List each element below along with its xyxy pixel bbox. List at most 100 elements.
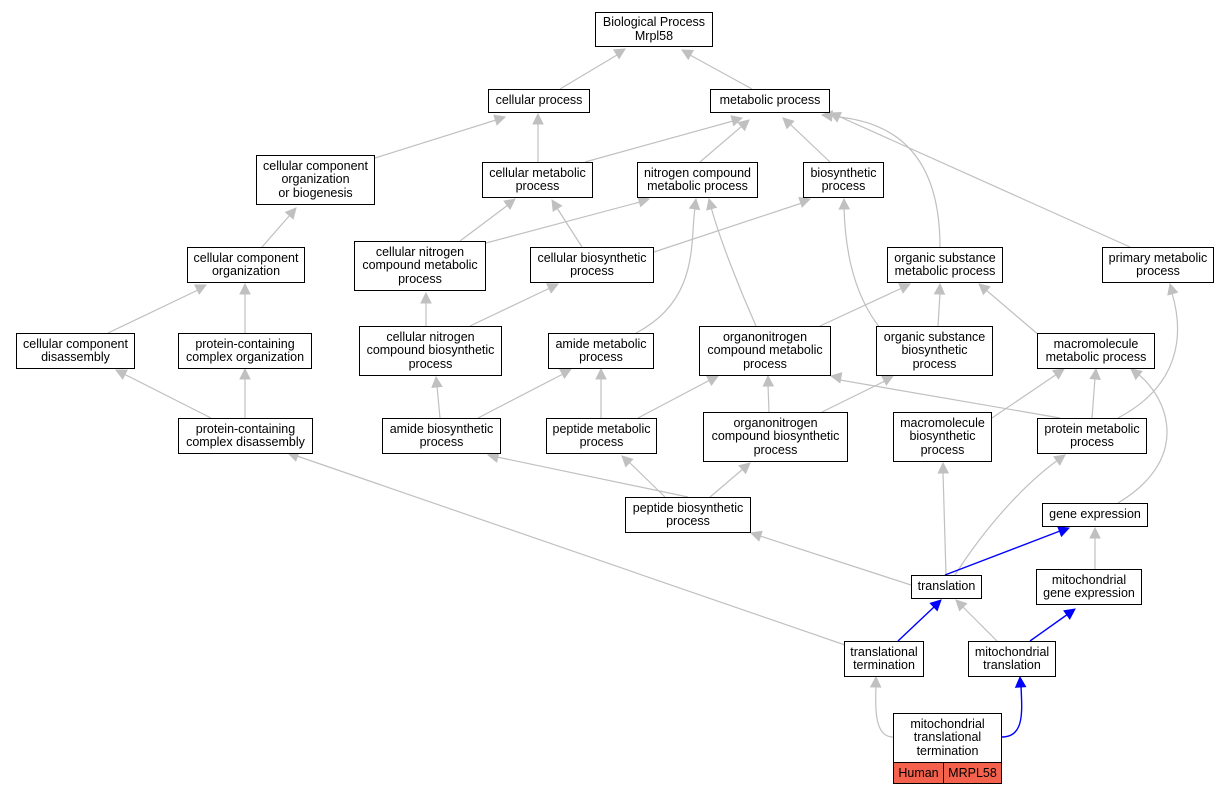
edge-11 [485,201,641,244]
edge-arrowhead-24 [1167,282,1179,296]
edge-36 [1117,373,1168,504]
edge-arrowhead-17 [420,291,432,304]
edge-arrowhead-21 [933,282,946,295]
edge-34 [991,373,1058,419]
node-organic-substance-metabolic-process[interactable]: organic substance metabolic process [887,247,1003,283]
node-protein-containing-complex-organization[interactable]: protein-containing complex organization [178,333,312,369]
edge-12 [556,207,583,248]
edge-46 [897,606,935,642]
node-organonitrogen-compound-biosynthetic-process[interactable]: organonitrogen compound biosynthetic pro… [703,412,848,462]
edge-arrowhead-50 [1014,675,1027,688]
node-macromolecule-biosynthetic-process[interactable]: macromolecule biosynthetic process [893,412,992,462]
edge-arrowhead-31 [762,374,775,387]
edge-arrowhead-13 [798,196,812,208]
node-primary-metabolic-process[interactable]: primary metabolic process [1102,247,1214,283]
edge-4 [584,120,734,163]
node-macromolecule-metabolic-process[interactable]: macromolecule metabolic process [1037,333,1155,369]
node-biological-process[interactable]: Biological Process Mrpl58 [595,12,713,47]
edge-0 [559,54,618,90]
edge-21 [937,292,941,327]
edge-arrowhead-30 [706,375,719,387]
edge-arrowhead-46 [929,599,942,612]
edge-41 [954,459,1059,576]
node-translational-termination[interactable]: translational termination [844,641,924,677]
edge-25 [123,373,212,419]
node-nitrogen-compound-metabolic-process[interactable]: nitrogen compound metabolic process [637,162,758,198]
node-amide-metabolic-process[interactable]: amide metabolic process [548,333,654,369]
edge-33 [839,379,1061,419]
node-peptide-biosynthetic-process[interactable]: peptide biosynthetic process [625,497,751,533]
edge-arrowhead-20 [898,283,912,294]
edge-30 [637,379,711,419]
node-cellular-component-disassembly[interactable]: cellular component disassembly [16,333,135,369]
edge-5 [699,125,743,163]
edge-arrowhead-32 [881,375,894,386]
node-translation[interactable]: translation [911,575,982,599]
edge-arrowhead-3 [532,112,544,125]
edge-arrowhead-39 [738,462,751,475]
edge-arrowhead-0 [613,48,626,60]
edge-arrowhead-42 [1089,526,1101,539]
node-cellular-component-organization-or-biogenesis[interactable]: cellular component organization or bioge… [256,155,375,205]
edge-arrowhead-40 [937,461,950,474]
node-gene-expression[interactable]: gene expression [1042,503,1148,527]
edge-arrowhead-34 [1052,368,1065,380]
edge-19 [710,206,757,327]
edge-arrowhead-35 [1089,367,1101,380]
edge-27 [477,373,564,419]
node-protein-metabolic-process[interactable]: protein metabolic process [1037,418,1147,454]
edge-arrowhead-22 [978,283,991,296]
node-biosynthetic-process[interactable]: biosynthetic process [803,162,884,198]
node-amide-biosynthetic-process[interactable]: amide biosynthetic process [382,418,501,454]
edge-35 [1091,377,1096,419]
node-cellular-metabolic-process[interactable]: cellular metabolic process [482,162,593,198]
edge-arrowhead-5 [737,119,750,132]
edge-7 [829,115,941,248]
annotation-species: Human [893,762,944,784]
node-organonitrogen-compound-metabolic-process[interactable]: organonitrogen compound metabolic proces… [699,326,831,376]
edge-45 [296,455,846,646]
node-cellular-process[interactable]: cellular process [488,89,590,113]
node-mitochondrial-translation[interactable]: mitochondrial translation [968,641,1056,677]
edge-arrowhead-33 [829,372,843,384]
node-organic-substance-biosynthetic-process[interactable]: organic substance biosynthetic process [876,326,993,376]
node-mitochondrial-gene-expression[interactable]: mitochondrial gene expression [1036,569,1142,605]
edge-9 [261,214,291,248]
edge-28 [436,385,441,419]
edge-23 [843,207,881,329]
edge-22 [985,289,1041,337]
edge-arrowhead-44 [1057,526,1071,538]
node-protein-containing-complex-disassembly[interactable]: protein-containing complex disassembly [178,418,313,454]
node-mitochondrial-translational-termination[interactable]: mitochondrial translational termination [893,713,1002,763]
node-cellular-component-organization[interactable]: cellular component organization [187,247,305,283]
edge-arrowhead-11 [637,196,651,208]
node-metabolic-process[interactable]: metabolic process [710,89,830,113]
edge-arrowhead-41 [1053,454,1066,466]
edge-48 [1029,613,1069,642]
edge-24 [1117,292,1179,419]
edge-47 [962,606,998,642]
edge-arrowhead-38 [621,455,634,468]
edge-13 [653,202,803,253]
edge-43 [759,535,912,586]
edge-1 [689,54,753,90]
node-peptide-metabolic-process[interactable]: peptide metabolic process [546,418,657,454]
node-cellular-biosynthetic-process[interactable]: cellular biosynthetic process [530,247,654,283]
edge-arrowhead-16 [546,283,560,294]
edge-10 [459,204,509,242]
edge-38 [628,461,666,498]
edge-arrowhead-28 [431,375,443,389]
edge-14 [107,289,199,334]
annotation-gene: MRPL58 [943,762,1002,784]
edge-arrowhead-1 [681,49,694,61]
edge-arrowhead-27 [559,368,572,380]
node-cellular-nitrogen-compound-metabolic-process[interactable]: cellular nitrogen compound metabolic pro… [354,241,486,291]
edge-arrowhead-14 [194,284,208,295]
edge-arrowhead-49 [869,675,882,688]
node-cellular-nitrogen-compound-biosynthetic-process[interactable]: cellular nitrogen compound biosynthetic … [359,326,502,376]
edge-44 [944,530,1061,576]
edge-arrowhead-43 [749,530,763,542]
edge-18 [635,207,696,334]
